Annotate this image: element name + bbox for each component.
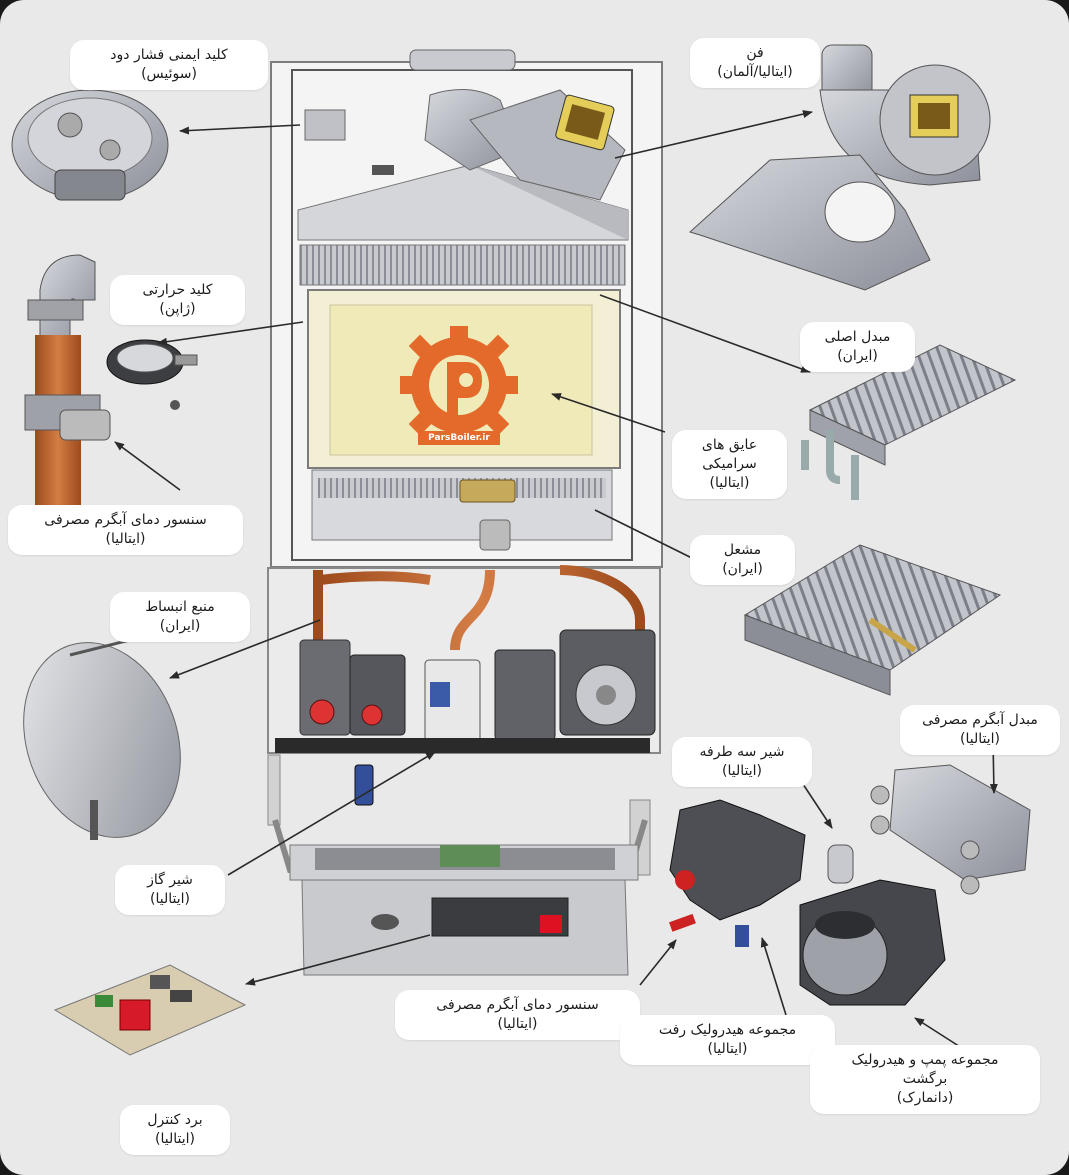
label-line: (ایران)	[722, 561, 763, 577]
label-dhw-sensor-bottom: سنسور دمای آبگرم مصرفی (ایتالیا)	[395, 990, 640, 1040]
label-line: (ایران)	[159, 618, 201, 634]
label-line: (ایتالیا)	[155, 1131, 195, 1147]
label-line: مجموعه پمپ و هیدرولیک	[851, 1052, 999, 1068]
control-panel	[289, 844, 639, 976]
boiler-body	[270, 49, 663, 568]
hydraulic-supply-part	[669, 799, 806, 947]
label-line: (ایتالیا)	[709, 475, 750, 491]
label-line: (ایتالیا)	[722, 763, 762, 779]
label-line: سنسور دمای آبگرم مصرفی	[436, 997, 599, 1013]
label-dhw-sensor-left: سنسور دمای آبگرم مصرفی (ایتالیا)	[8, 505, 243, 555]
label-line: شیر گاز	[147, 872, 193, 888]
burner-part	[743, 544, 1002, 696]
label-line: کلید ایمنی فشار دود	[110, 47, 228, 63]
label-line: مشعل	[723, 542, 762, 558]
flue-pipe-left	[24, 254, 111, 505]
label-ceramic-insulation: عایق های سرامیکی (ایتالیا)	[672, 430, 787, 499]
label-line: فن	[746, 45, 764, 61]
label-line: برگشت	[902, 1071, 948, 1087]
main-exchanger-part	[801, 344, 1017, 500]
expansion-tank-part	[23, 638, 181, 840]
control-board-part	[53, 964, 247, 1056]
label-line: برد کنترل	[147, 1112, 203, 1128]
label-line: (سوئیس)	[141, 66, 197, 82]
flue-hood-part	[689, 154, 931, 291]
label-control-board: برد کنترل (ایتالیا)	[120, 1105, 230, 1155]
label-pressure-switch: کلید ایمنی فشار دود (سوئیس)	[70, 40, 268, 90]
label-line: (ایتالیا)	[105, 531, 146, 547]
label-burner: مشعل (ایران)	[690, 535, 795, 585]
label-line: منبع انبساط	[145, 599, 215, 615]
label-line: سنسور دمای آبگرم مصرفی	[44, 512, 207, 528]
three-way-valve-part	[827, 844, 854, 884]
label-line: شیر سه طرفه	[699, 744, 785, 760]
label-fan: فن (ایتالیا/آلمان)	[690, 38, 820, 88]
label-line: مبدل آبگرم مصرفی	[922, 712, 1038, 728]
label-gas-valve: شیر گاز (ایتالیا)	[115, 865, 225, 915]
label-line: (ایران)	[837, 348, 878, 364]
watermark-text: ParsBoiler.ir	[418, 431, 500, 445]
label-line: سرامیکی	[702, 456, 757, 472]
label-line: (ایتالیا)	[150, 891, 190, 907]
label-thermal-switch: کلید حرارتی (ژاپن)	[110, 275, 245, 325]
thermal-switch-part	[106, 339, 198, 410]
label-line: (ایتالیا)	[960, 731, 1000, 747]
fan-in-boiler	[424, 89, 626, 201]
label-three-way-valve: شیر سه طرفه (ایتالیا)	[672, 737, 812, 787]
label-line: (دانمارک)	[896, 1090, 954, 1106]
label-line: (ایتالیا)	[707, 1041, 748, 1057]
watermark-logo	[400, 326, 518, 444]
label-line: کلید حرارتی	[142, 282, 213, 298]
label-expansion-tank: منبع انبساط (ایران)	[110, 592, 250, 642]
label-hydraulic-supply: مجموعه هیدرولیک رفت (ایتالیا)	[620, 1015, 835, 1065]
label-line: مجموعه هیدرولیک رفت	[658, 1022, 797, 1038]
label-line: (ایتالیا/آلمان)	[717, 64, 793, 80]
label-main-exchanger: مبدل اصلی (ایران)	[800, 322, 915, 372]
pump-return-part	[799, 879, 946, 1006]
label-line: (ایتالیا)	[497, 1016, 538, 1032]
label-pump-return: مجموعه پمپ و هیدرولیک برگشت (دانمارک)	[810, 1045, 1040, 1114]
pressure-switch-part	[11, 89, 169, 201]
hydraulic-section	[267, 565, 661, 876]
label-line: عایق های	[701, 437, 758, 453]
label-line: (ژاپن)	[159, 301, 196, 317]
label-dhw-exchanger: مبدل آبگرم مصرفی (ایتالیا)	[900, 705, 1060, 755]
label-line: مبدل اصلی	[824, 329, 891, 345]
leader-arrows	[114, 110, 998, 1051]
dhw-exchanger-part	[870, 764, 1031, 895]
